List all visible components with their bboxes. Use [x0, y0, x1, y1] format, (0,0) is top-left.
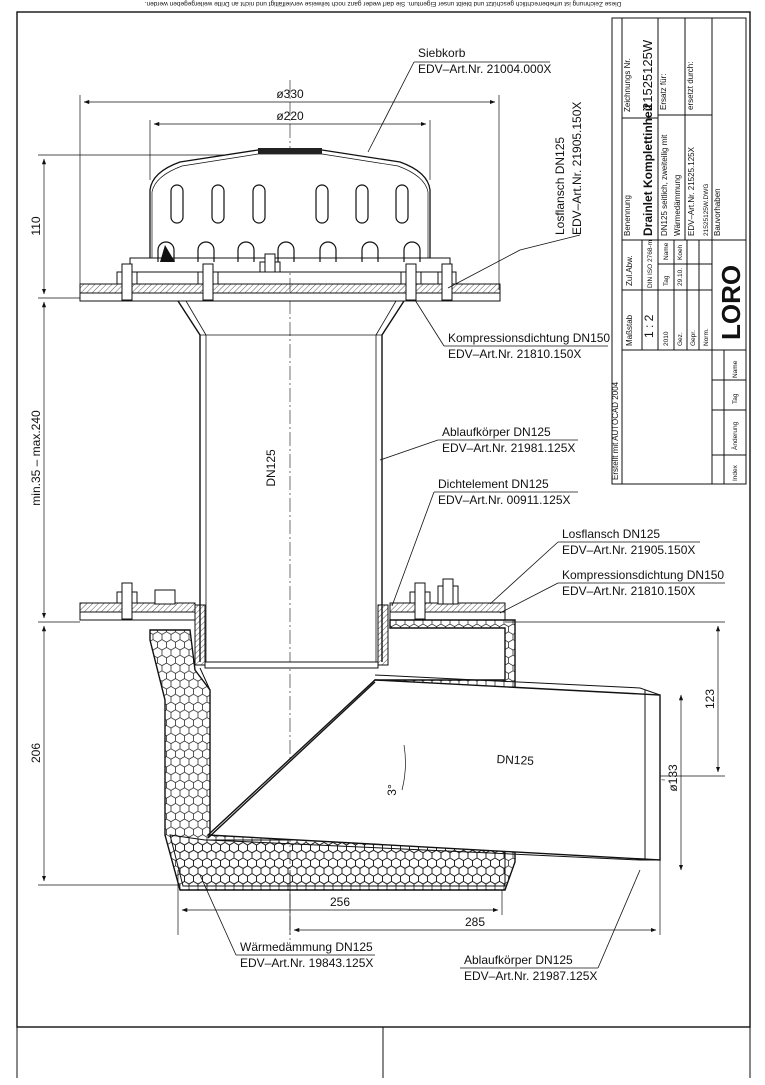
siebkorb-label: Siebkorb — [418, 46, 466, 60]
losflansch-top-art: EDV–Art.Nr. 21905.150X — [570, 102, 584, 235]
losflansch-top-label: Losflansch DN125 — [553, 137, 567, 235]
zul-abw-label: Zul.Abw. — [625, 255, 634, 286]
waermedaemmung-label: Wärmedämmung DN125 — [240, 940, 373, 954]
year: 2010 — [663, 331, 670, 346]
rev-index: Index — [732, 464, 739, 481]
ersetzt-durch: ersetzt durch: — [686, 62, 695, 110]
rev-tag: Tag — [732, 393, 739, 404]
loro-logo: LORO — [716, 265, 746, 340]
kompression-top-art: EDV–Art.Nr. 21810.150X — [448, 347, 581, 361]
desc-line1: DN125 seitlich, zweiteilig mit — [660, 134, 669, 236]
dim-w285: 285 — [465, 915, 485, 929]
massstab: 1 : 2 — [642, 314, 656, 338]
vertical-pipe — [177, 300, 405, 662]
kompression-top-label: Kompressionsdichtung DN150 — [448, 331, 610, 345]
title-block-text: Erstellt mit AUTOCAD 2004 Zeichnungs Nr.… — [611, 39, 746, 481]
dim-d330: ø330 — [276, 87, 304, 101]
dim-w256: 256 — [330, 895, 350, 909]
losflansch-mid-art: EDV–Art.Nr. 21905.150X — [562, 543, 695, 557]
dichtelement-label: Dichtelement DN125 — [438, 477, 549, 491]
ablaufkoerper-bottom-label: Ablaufkörper DN125 — [464, 953, 573, 967]
benennung: Drainlet Komplettinheit — [641, 104, 655, 236]
name-label: Name — [663, 242, 670, 260]
dim-d220: ø220 — [276, 109, 304, 123]
zeichnungs-nr: 21525125W — [640, 39, 655, 110]
dim-h206: 206 — [29, 743, 43, 763]
gez-date: 29.10. — [677, 268, 684, 286]
disclaimer-text: Diese Zeichnung ist urheberrechtlich ges… — [145, 0, 622, 7]
zeichnungs-nr-label: Zeichnungs Nr. — [623, 58, 632, 112]
created-with: Erstellt mit AUTOCAD 2004 — [611, 381, 620, 480]
gepr-label: Gepr. — [690, 330, 697, 346]
ablaufkoerper-bottom-art: EDV–Art.Nr. 21987.125X — [464, 969, 597, 983]
angle-arc — [401, 744, 406, 791]
desc-line3: EDV–Art.Nr. 21525.125X — [687, 146, 696, 236]
top-flange — [79, 245, 501, 302]
middle-flange — [79, 578, 506, 669]
kompression-mid-label: Kompressionsdichtung DN150 — [562, 568, 724, 582]
dim-d133: ø133 — [666, 764, 680, 792]
siebkorb-art: EDV–Art.Nr. 21004.000X — [418, 62, 551, 76]
benennung-label: Benennung — [623, 195, 632, 236]
gez-label: Gez. — [677, 332, 684, 346]
dim-pipe-horizontal: DN125 — [496, 752, 534, 768]
desc-line2: Wärmedämmung — [673, 175, 682, 236]
dim-h110: 110 — [29, 216, 43, 235]
dimension-labels: ø330 ø220 110 min.35 – max.240 206 DN125… — [29, 87, 717, 929]
dwg-file: 21525125W.DWG — [703, 184, 710, 236]
waermedaemmung-art: EDV–Art.Nr. 19843.125X — [240, 956, 373, 970]
title-block — [611, 17, 747, 485]
callout-labels: Siebkorb EDV–Art.Nr. 21004.000X Losflans… — [240, 46, 724, 983]
rev-aenderung: Änderung — [731, 421, 739, 450]
losflansch-mid-label: Losflansch DN125 — [562, 527, 660, 541]
horizontal-outlet — [199, 667, 661, 861]
bauvorhaben: Bauvorhaben — [713, 188, 722, 236]
norm-label: Norm. — [703, 328, 710, 346]
kompression-mid-art: EDV–Art.Nr. 21810.150X — [562, 584, 695, 598]
gez-name: Koeh — [677, 244, 684, 260]
dichtelement-art: EDV–Art.Nr. 00911.125X — [438, 493, 571, 507]
dim-pipe-vertical: DN125 — [264, 449, 278, 487]
tag-label: Tag — [663, 275, 670, 286]
ablaufkoerper-vertical-label: Ablaufkörper DN125 — [442, 425, 551, 439]
leader-lines — [199, 61, 725, 969]
rev-name: Name — [732, 360, 739, 378]
ablaufkoerper-vertical-art: EDV–Art.Nr. 21981.125X — [442, 441, 575, 455]
dim-angle: 3° — [385, 784, 399, 796]
ersatz-fuer: Ersatz für: — [659, 74, 668, 110]
siebkorb-part — [129, 148, 451, 273]
massstab-label: Maßstab — [625, 314, 634, 346]
din: DIN ISO 2768-m — [647, 240, 654, 288]
dim-vertical-range: min.35 – max.240 — [29, 410, 43, 506]
dim-h123: 123 — [703, 689, 717, 709]
